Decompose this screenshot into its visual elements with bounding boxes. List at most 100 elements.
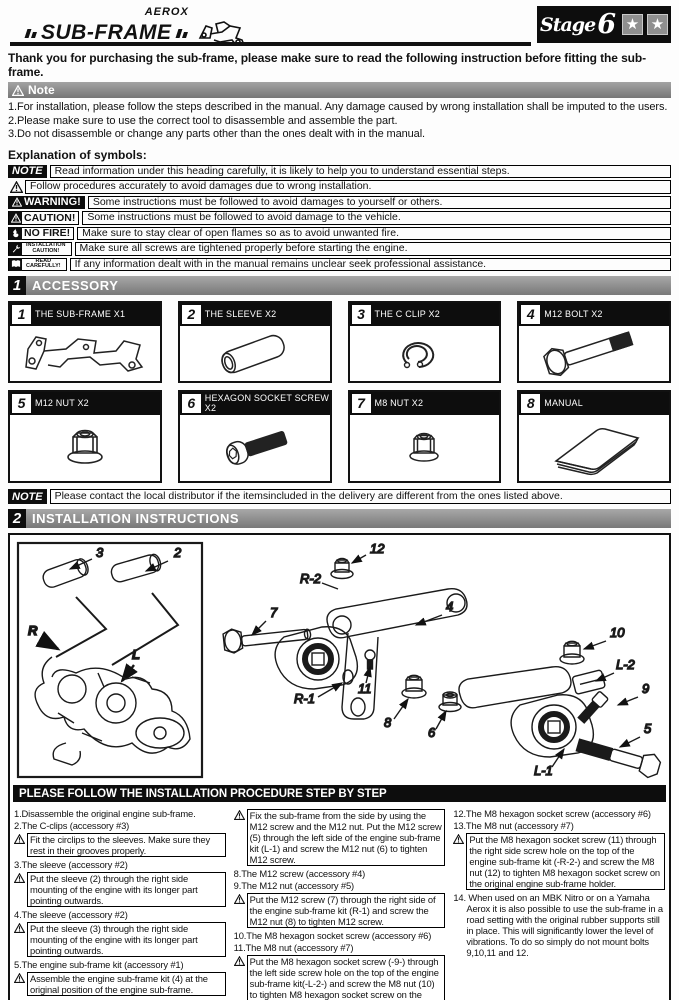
note-list: 1.For installation, please follow the st…	[8, 101, 671, 142]
accessory-label: THE C CLIP X2	[374, 308, 440, 319]
warning-triangle-icon	[233, 894, 245, 904]
accessory-number: 4	[521, 305, 541, 324]
accessory-label: M12 NUT X2	[35, 397, 89, 408]
accessory-label: THE SUB-FRAME X1	[35, 308, 126, 319]
nofire-badge: NO FIRE!	[8, 226, 75, 240]
warning-text: Put the sleeve (2) through the right sid…	[27, 872, 226, 907]
accessory-number: 3	[351, 305, 371, 324]
callout-L: L	[132, 647, 140, 662]
step-item: 9.The M12 nut (accessory #5)	[233, 880, 355, 891]
callout-L1: L-1	[534, 763, 553, 778]
stage6-text: Stage	[540, 13, 596, 36]
symbols-heading: Explanation of symbols:	[8, 147, 147, 162]
callout-12: 12	[370, 541, 385, 556]
nofire-badge-label: NO FIRE!	[24, 227, 71, 240]
callout-4: 4	[446, 599, 453, 614]
book-icon	[9, 257, 22, 271]
warning-triangle-icon	[14, 923, 25, 933]
warning-text: Fix the sub-frame from the side by using…	[246, 809, 446, 866]
note-badge: NOTE	[8, 164, 47, 178]
distributor-note: NOTE Please contact the local distributo…	[8, 489, 671, 504]
warning-step: Put the sleeve (3) through the right sid…	[14, 922, 226, 957]
header-rule	[10, 42, 531, 46]
brand-bars-right-icon	[175, 28, 188, 38]
flame-icon	[9, 226, 22, 240]
warning-text: Put the M8 hexagon socket screw (11) thr…	[466, 833, 666, 890]
warning-badge-label: WARNING!	[24, 196, 81, 209]
symbol-row-note: NOTE Read information under this heading…	[8, 164, 671, 178]
m8nut-drawing	[409, 432, 440, 462]
callout-3: 3	[96, 545, 104, 560]
accessory-label: HEXAGON SOCKET SCREW X2	[204, 393, 330, 413]
accessory-label: M12 BOLT X2	[544, 308, 603, 319]
accessory-number: 6	[181, 394, 201, 413]
procedure-title-bar: PLEASE FOLLOW THE INSTALLATION PROCEDURE…	[13, 785, 666, 802]
warning-triangle-icon	[12, 84, 24, 96]
symbol-description: If any information dealt with in the man…	[69, 257, 671, 271]
warning-text: Put the M8 hexagon socket screw (-9-) th…	[246, 955, 446, 1000]
symbol-description: Some instructions must be followed to av…	[82, 211, 671, 225]
warning-step: Assemble the engine sub-frame kit (4) at…	[14, 972, 226, 996]
symbol-row-caution: CAUTION! Some instructions must be follo…	[8, 211, 671, 225]
note-item: 3.Do not disassemble or change any parts…	[8, 128, 425, 140]
accessory-label: MANUAL	[544, 397, 583, 408]
section-1-title: ACCESSORY	[32, 278, 119, 293]
note-bar-label: Note	[28, 83, 55, 97]
warning-step: Put the M12 screw (7) through the right …	[233, 893, 446, 928]
m12nut-drawing	[67, 429, 103, 464]
symbol-description: Make sure to stay clear of open flames s…	[77, 226, 671, 240]
section-1-number: 1	[8, 276, 26, 295]
section-2-bar: 2 INSTALLATION INSTRUCTIONS	[8, 509, 671, 528]
brand-logo: AEROX SUB-FRAME	[24, 6, 248, 48]
installation-box: 3 2 R L 12 R-2	[8, 533, 671, 1000]
hexscrew-drawing	[225, 431, 287, 465]
step-item: 1.Disassemble the original engine sub-fr…	[14, 808, 196, 819]
star-icon: ★	[646, 14, 668, 35]
step-item: 2.The C-clips (accessory #3)	[14, 820, 130, 831]
step-item: 4.The sleeve (accessory #2)	[14, 909, 128, 920]
warning-triangle-icon	[233, 810, 245, 820]
steps-column-3: 12.The M8 hexagon socket screw (accessor…	[453, 807, 666, 1000]
note-badge: NOTE	[8, 489, 47, 504]
step-item: 12.The M8 hexagon socket screw (accessor…	[453, 808, 651, 819]
procedure-steps: 1.Disassemble the original engine sub-fr…	[12, 804, 667, 1000]
m12bolt-drawing	[543, 330, 634, 376]
sleeve-drawing	[220, 334, 285, 373]
callout-10: 10	[610, 625, 625, 640]
intro-text: Thank you for purchasing the sub-frame, …	[8, 51, 647, 79]
step-item: 10.The M8 hexagon socket screw (accessor…	[233, 930, 432, 941]
callout-2: 2	[173, 545, 182, 560]
caution-badge: CAUTION!	[8, 211, 80, 225]
symbol-row-warning: WARNING! Some instructions must be follo…	[8, 195, 671, 209]
brand-model: AEROX	[144, 6, 189, 18]
cclip-drawing	[402, 341, 435, 368]
wrench-icon	[9, 242, 22, 256]
callout-7: 7	[270, 605, 278, 620]
symbol-description: Read information under this heading care…	[49, 164, 671, 178]
warning-text: Put the M12 screw (7) through the right …	[246, 893, 446, 928]
callout-6: 6	[428, 725, 436, 740]
callout-R2: R-2	[300, 571, 322, 586]
callout-8: 8	[384, 715, 392, 730]
callout-L2: L-2	[616, 657, 636, 672]
step-item: 14. When used on an MBK Nitro or on a Ya…	[453, 892, 663, 958]
step-item: 8.The M12 screw (accessory #4)	[233, 868, 366, 879]
note-item: 1.For installation, please follow the st…	[8, 101, 668, 113]
accessory-number: 1	[12, 305, 31, 324]
star-icon: ★	[621, 14, 643, 35]
warning-triangle-icon	[233, 956, 245, 966]
caution-triangle-icon	[9, 211, 22, 225]
note-item: 2.Please make sure to use the correct to…	[8, 114, 398, 127]
